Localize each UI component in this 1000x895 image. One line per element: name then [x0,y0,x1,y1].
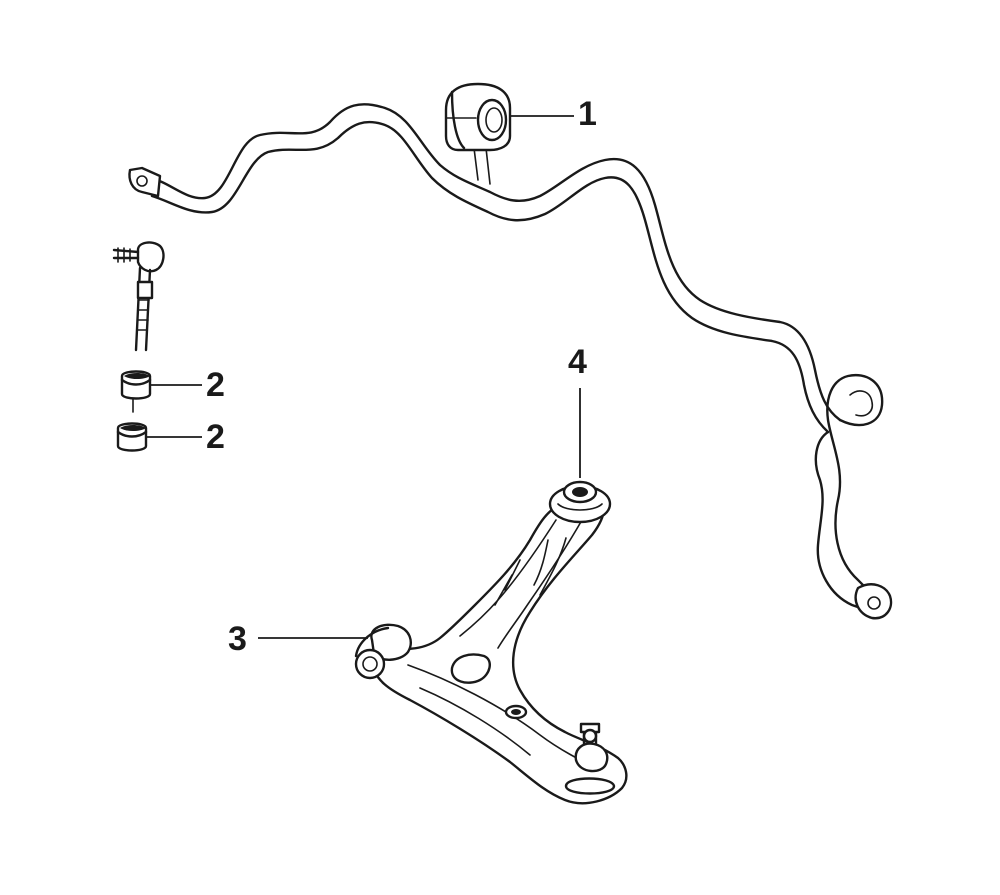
link-bushing-upper [120,370,152,400]
callout-label-1: 1 [578,95,597,133]
lower-arm-rear-bushing [548,480,612,524]
stabilizer-link [112,241,165,413]
ball-joint [564,722,616,795]
callout-label-2-upper: 2 [206,366,225,404]
callout-label-2-lower: 2 [206,418,225,456]
stabilizer-bushing [444,82,512,152]
callout-label-4: 4 [568,343,587,381]
stabilizer-bar-right-end [854,583,893,620]
link-bushing-lower [116,422,148,452]
stabilizer-bar [128,103,893,620]
lower-control-arm [354,480,628,805]
callout-label-3: 3 [228,620,247,658]
stabilizer-bar-left-end [128,166,162,198]
